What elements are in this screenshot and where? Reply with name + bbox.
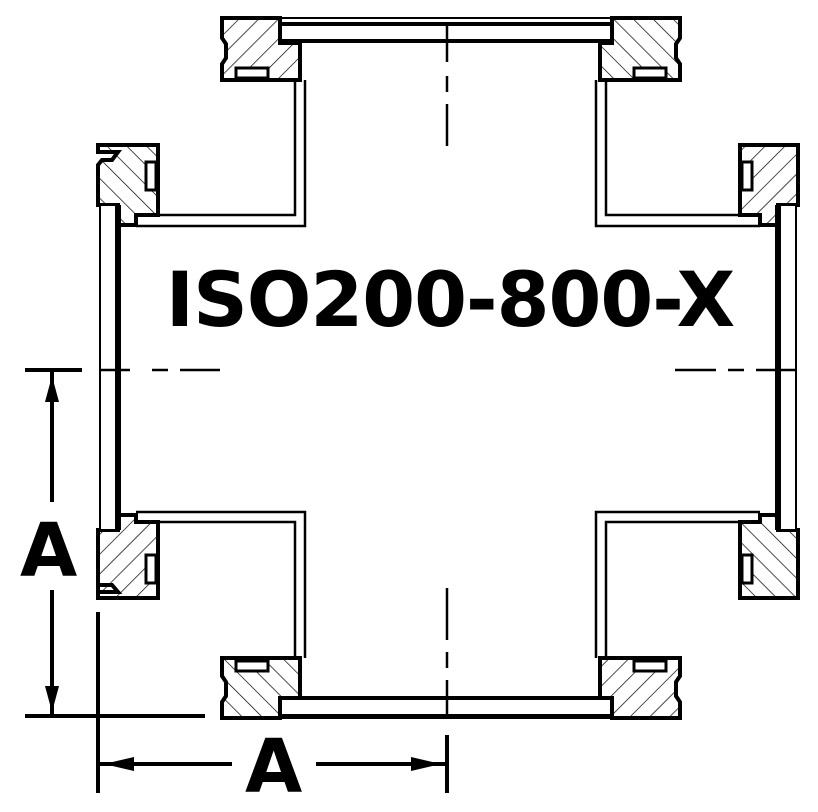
right-flange bbox=[738, 143, 800, 600]
top-flange bbox=[220, 16, 682, 82]
left-flange bbox=[96, 143, 160, 600]
dimension-label-horizontal: A bbox=[245, 724, 303, 810]
centerlines bbox=[100, 24, 796, 718]
part-number-label: ISO200-800-X bbox=[165, 255, 735, 344]
cross-body bbox=[136, 80, 760, 658]
dimension-horizontal bbox=[96, 612, 449, 793]
dimension-label-vertical: A bbox=[20, 508, 78, 594]
bottom-flange bbox=[220, 656, 682, 720]
dimension-vertical bbox=[25, 368, 205, 718]
